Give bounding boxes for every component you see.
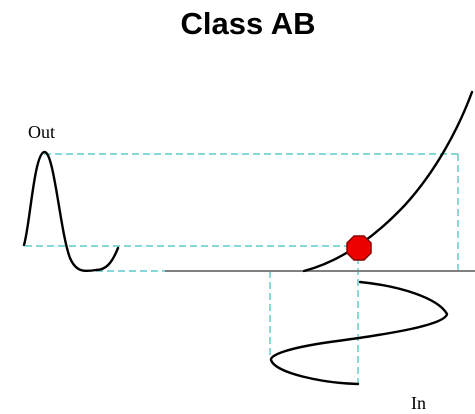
operating-point-marker [346,235,372,261]
input-waveform [269,280,449,386]
diagram-title: Class AB [181,6,316,41]
output-waveform [22,150,120,273]
output-label: Out [28,122,55,142]
transfer-curve [302,90,474,273]
input-label: In [411,393,426,413]
projection-guides [25,153,459,384]
